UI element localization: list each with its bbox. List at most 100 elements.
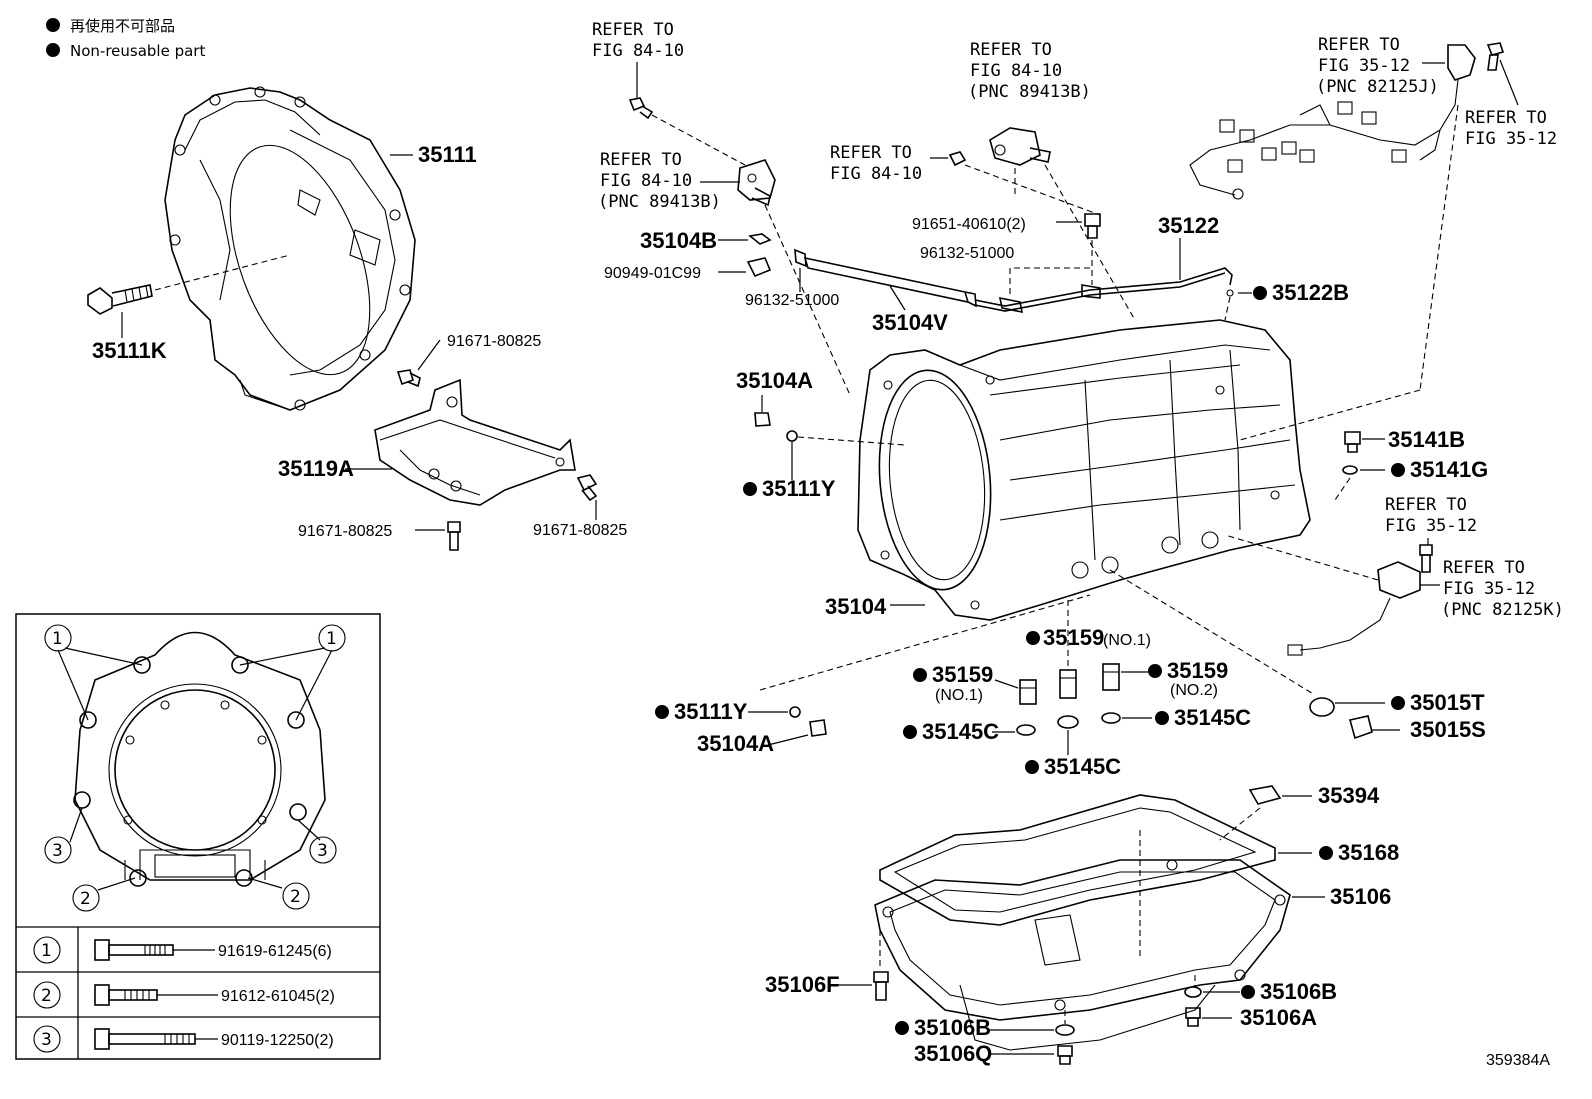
plug-35159-c-icon — [1102, 663, 1120, 691]
bolt-91671-c-icon — [447, 521, 461, 551]
inset-row3-part: 90119-12250(2) — [221, 1032, 334, 1049]
svg-text:REFER TO: REFER TO — [600, 150, 682, 170]
label-35111: 35111 — [418, 142, 477, 167]
label-35159-b: 35159 — [932, 662, 993, 687]
legend: 再使用不可部品 Non-reusable part — [46, 17, 205, 60]
plug-35104b-icon — [748, 233, 772, 245]
label-35104a-top: 35104A — [736, 368, 813, 393]
label-35104: 35104 — [825, 594, 887, 619]
label-35106b-b: 35106B — [914, 1015, 991, 1040]
svg-text:(PNC 82125K): (PNC 82125K) — [1441, 600, 1564, 620]
label-35141b: 35141B — [1388, 427, 1465, 452]
plug-35104a-top-icon — [754, 412, 771, 427]
svg-text:REFER TO: REFER TO — [592, 20, 674, 40]
plug-35159-b-icon — [1059, 669, 1077, 699]
label-35104v: 35104V — [872, 310, 948, 335]
label-35104a-bot: 35104A — [697, 731, 774, 756]
bolt-91671-a-icon — [396, 369, 421, 388]
ref-block-2: REFER TO FIG 84-10 (PNC 89413B) — [598, 150, 721, 212]
plug-35159-a-icon — [1019, 679, 1037, 705]
bolt-91612-icon — [94, 984, 158, 1006]
bolt-ref1-icon — [628, 97, 654, 120]
svg-text:REFER TO: REFER TO — [1385, 495, 1467, 515]
svg-text:FIG 35-12: FIG 35-12 — [1443, 579, 1535, 599]
clamp-90949-icon — [746, 257, 772, 278]
legend-jp: 再使用不可部品 — [70, 17, 175, 35]
label-35122b: 35122B — [1272, 280, 1349, 305]
svg-text:(PNC 89413B): (PNC 89413B) — [968, 82, 1091, 102]
breather-pipe-icon — [974, 267, 1233, 314]
label-35111y-top: 35111Y — [762, 476, 836, 501]
wire-harness-icon — [1189, 44, 1476, 200]
label-35159-a: 35159 — [1043, 625, 1104, 650]
oil-pan-drawing — [874, 794, 1291, 1051]
inset-row2-part: 91612-61045(2) — [221, 988, 335, 1005]
svg-text:REFER TO: REFER TO — [1443, 558, 1525, 578]
label-35159-c-sub: (NO.2) — [1170, 682, 1218, 699]
inset-callout-2a: 2 — [80, 889, 91, 909]
label-35111y-bot: 35111Y — [674, 699, 748, 724]
bracket-35119a-drawing — [374, 378, 576, 506]
plug-35104a-bot-icon — [809, 719, 827, 737]
label-35159-a-sub: (NO.1) — [1103, 632, 1151, 649]
label-35106a: 35106A — [1240, 1005, 1317, 1030]
label-91671-c: 91671-80825 — [298, 523, 392, 540]
speed-sensor-a-icon — [737, 159, 776, 207]
bolt-35106f-icon — [873, 971, 889, 1001]
bolt-35111k-icon — [87, 284, 153, 315]
label-35394: 35394 — [1318, 783, 1380, 808]
svg-text:REFER TO: REFER TO — [830, 143, 912, 163]
plug-35141b-icon — [1344, 431, 1361, 453]
transmission-case-drawing — [857, 319, 1311, 621]
inset-callout-2b: 2 — [290, 887, 301, 907]
label-35168: 35168 — [1338, 840, 1399, 865]
figure-id: 359384A — [1486, 1052, 1550, 1069]
ref-block-5: REFER TO FIG 35-12 (PNC 82125J) — [1316, 35, 1439, 97]
svg-text:FIG 84-10: FIG 84-10 — [830, 164, 922, 184]
label-35159-c: 35159 — [1167, 658, 1228, 683]
label-90949: 90949-01C99 — [604, 265, 701, 282]
label-35159-b-sub: (NO.1) — [935, 687, 983, 704]
bolt-location-inset: 1 1 2 2 3 3 1 91619-61245(6) 2 — [15, 613, 381, 1060]
bolt-sensor-icon — [1419, 544, 1433, 573]
svg-text:FIG 35-12: FIG 35-12 — [1465, 129, 1557, 149]
speed-sensor-b-icon — [989, 127, 1051, 166]
bolt-90119-icon — [94, 1028, 196, 1050]
label-91671-a: 91671-80825 — [447, 333, 541, 350]
plug-35015s-icon — [1349, 715, 1373, 740]
label-35015t: 35015T — [1410, 690, 1485, 715]
drain-plug-35106q-icon — [1057, 1045, 1073, 1065]
label-96132-b: 96132-51000 — [920, 245, 1014, 262]
label-35145c-c: 35145C — [1174, 705, 1251, 730]
svg-text:(PNC 82125J): (PNC 82125J) — [1316, 77, 1439, 97]
inset-callout-3a: 3 — [52, 841, 63, 861]
speed-sensor-c-icon — [1287, 561, 1421, 656]
label-96132-a: 96132-51000 — [745, 292, 839, 309]
label-35111k: 35111K — [92, 338, 167, 363]
nonreusable-dot-icon — [46, 18, 60, 32]
svg-text:FIG 35-12: FIG 35-12 — [1318, 56, 1410, 76]
ref-block-1: REFER TO FIG 84-10 — [592, 20, 684, 61]
label-35104b: 35104B — [640, 228, 717, 253]
inset-row2-num: 2 — [41, 986, 52, 1006]
magnet-35394-icon — [1248, 785, 1282, 805]
bolt-harness-icon — [1486, 42, 1505, 71]
svg-text:FIG 84-10: FIG 84-10 — [592, 41, 684, 61]
svg-text:REFER TO: REFER TO — [1465, 108, 1547, 128]
label-35119a: 35119A — [278, 456, 354, 481]
svg-text:REFER TO: REFER TO — [970, 40, 1052, 60]
converter-housing-drawing — [164, 86, 416, 411]
svg-text:FIG 35-12: FIG 35-12 — [1385, 516, 1477, 536]
nonreusable-dot-icon — [46, 43, 60, 57]
label-35106b-a: 35106B — [1260, 979, 1337, 1004]
label-91651: 91651-40610(2) — [912, 216, 1026, 233]
label-35145c-a: 35145C — [922, 719, 999, 744]
inset-row3-num: 3 — [41, 1030, 52, 1050]
legend-en: Non-reusable part — [70, 42, 205, 60]
ref-block-8: REFER TO FIG 35-12 (PNC 82125K) — [1441, 558, 1564, 620]
bolt-91651-icon — [1084, 213, 1101, 239]
inset-callout-1b: 1 — [326, 629, 337, 649]
label-35106: 35106 — [1330, 884, 1391, 909]
label-35145c-b: 35145C — [1044, 754, 1121, 779]
